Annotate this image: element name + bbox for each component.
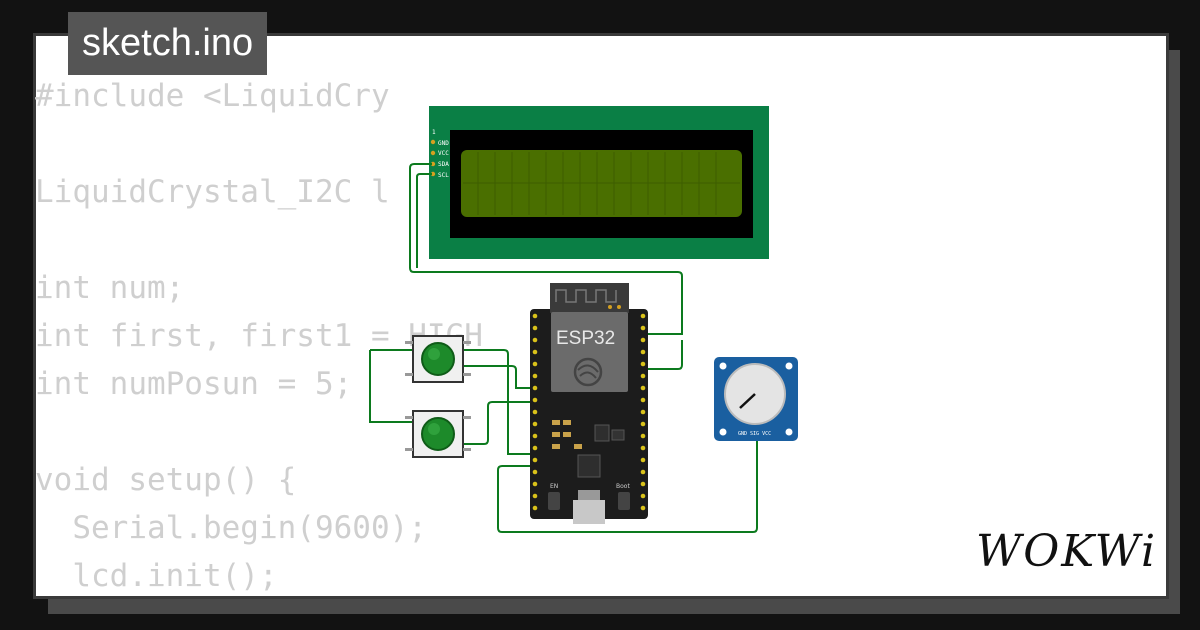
lcd-display[interactable]: 1 GND VCC SDA SCL [429, 106, 769, 259]
code-line: #include <LiquidCry [35, 78, 390, 114]
code-line: lcd.init(); [35, 558, 278, 594]
potentiometer[interactable]: GND SIG VCC [714, 357, 798, 441]
lcd-pin-label: SCL [438, 172, 449, 179]
lcd-pin-label: 1 [432, 129, 436, 136]
lcd-pin-label: SDA [438, 161, 449, 168]
esp32-label: ESP32 [556, 328, 615, 349]
usb-port-icon [573, 500, 605, 524]
push-button-2[interactable] [405, 410, 471, 458]
espressif-logo-icon [573, 357, 603, 387]
pot-pin-labels: GND SIG VCC [738, 431, 771, 437]
push-button-1[interactable] [405, 335, 471, 383]
code-line: Serial.begin(9600); [35, 510, 427, 546]
en-button-label: EN [550, 483, 558, 490]
code-line: LiquidCrystal_I2C l [35, 174, 390, 210]
lcd-pin-label: GND [438, 140, 449, 147]
file-tab[interactable]: sketch.ino [68, 12, 268, 75]
boot-button-label: Boot [616, 483, 630, 490]
wokwi-logo[interactable]: WOKWi [976, 526, 1158, 577]
lcd-pin-label: VCC [438, 150, 449, 157]
esp32-board[interactable]: ESP32 EN Boot [530, 283, 648, 524]
code-line: void setup() { [35, 462, 297, 498]
code-line: int numPosun = 5; [35, 366, 353, 402]
wires [369, 163, 758, 533]
code-line: int num; [35, 270, 185, 306]
